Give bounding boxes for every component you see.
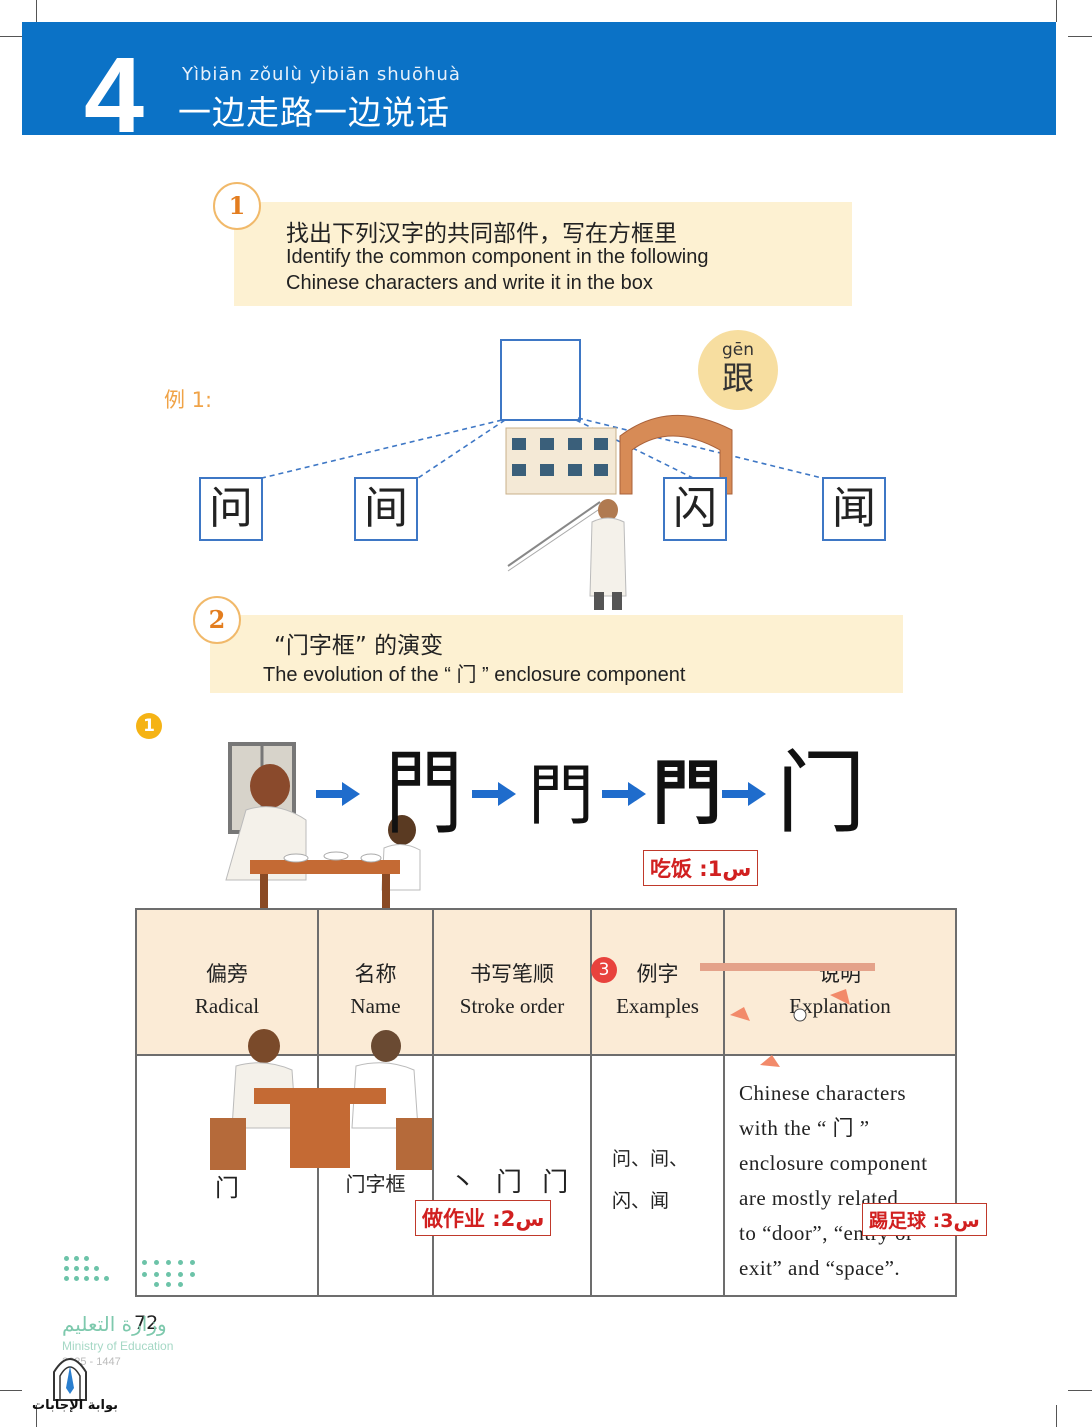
ministry-logo-dots xyxy=(62,1254,198,1290)
answer-box[interactable] xyxy=(500,339,581,421)
char-box-wenhear: 闻 xyxy=(822,477,886,541)
cell-explanation: Chinese characters with the “ 门 ” enclos… xyxy=(739,1076,928,1286)
evolution-form-simplified: 门 xyxy=(776,741,866,846)
header-stroke-en: Stroke order xyxy=(459,994,565,1018)
overlay-tag-eat: 吃饭 :1س xyxy=(643,850,759,886)
char-box-wen: 问 xyxy=(199,477,263,541)
arrow-right-icon xyxy=(602,782,646,806)
task2-box xyxy=(210,615,903,693)
chapter-number: 4 xyxy=(84,34,145,155)
header-name-en: Name xyxy=(350,994,401,1018)
building-illustration xyxy=(505,414,733,610)
table-col-examples: 例字 Examples 问、间、 闪、闻 xyxy=(592,910,725,1295)
header-name-cn: 名称 xyxy=(354,962,397,986)
example-label: 例 1: xyxy=(164,388,213,412)
task1-instruction-en-line2: Chinese characters and write it in the b… xyxy=(286,272,653,294)
char-box-shan: 闪 xyxy=(663,477,727,541)
task1-instruction-en-line1: Identify the common component in the fol… xyxy=(286,246,709,268)
table-col-name: 名称 Name 门字框 xyxy=(319,910,434,1295)
header-stroke-cn: 书写笔顺 xyxy=(470,962,554,986)
explanation-line: with the “ 门 ” xyxy=(739,1116,870,1140)
arrow-right-icon xyxy=(472,782,516,806)
task2-number: 2 xyxy=(193,596,241,644)
chapter-title: 一边走路一边说话 xyxy=(178,93,450,132)
cell-examples-line2: 闪、闻 xyxy=(612,1190,670,1212)
char-box-jian: 间 xyxy=(354,477,418,541)
table-header-row xyxy=(137,910,955,1056)
crop-mark xyxy=(36,0,37,22)
header-radical-cn: 偏旁 xyxy=(206,962,248,986)
crop-mark xyxy=(0,36,22,37)
page-number: 72 xyxy=(134,1312,159,1334)
table-col-stroke-order: 书写笔顺 Stroke order 丶 门 门 xyxy=(434,910,592,1295)
crop-mark xyxy=(1068,36,1092,37)
task2-title-cn: “门字框” 的演变 xyxy=(274,633,444,659)
football-kids-illustration xyxy=(700,963,875,1067)
radical-table: 偏旁 Radical 门 名称 Name 门字框 书写笔顺 Stroke ord… xyxy=(135,908,957,1297)
cell-stroke-order: 丶 门 门 xyxy=(449,1168,575,1198)
crop-mark xyxy=(36,1405,37,1427)
task1-number: 1 xyxy=(213,182,261,230)
gen-pinyin: gēn xyxy=(721,340,755,360)
ministry-name-ar: وزارة التعليم xyxy=(62,1312,167,1336)
task2-title-en: The evolution of the “ 门 ” enclosure com… xyxy=(263,664,686,686)
explanation-line: enclosure component xyxy=(739,1151,928,1175)
family-dinner-illustration xyxy=(225,742,421,914)
chapter-header xyxy=(22,22,1056,135)
header-radical-en: Radical xyxy=(194,994,260,1018)
cell-examples-line1: 问、间、 xyxy=(612,1148,689,1170)
chapter-pinyin: Yìbiān zǒulù yìbiān shuōhuà xyxy=(182,64,461,85)
gen-character: 跟 xyxy=(721,359,754,397)
arrow-right-icon xyxy=(316,782,360,806)
homework-illustration xyxy=(210,1029,432,1170)
evolution-form-seal: 門 xyxy=(528,757,594,834)
cell-name: 门字框 xyxy=(345,1172,406,1196)
evolution-form-oracle: 門 xyxy=(384,740,464,847)
task1-box xyxy=(234,202,852,306)
ministry-name-en: Ministry of Education xyxy=(62,1339,174,1353)
crop-mark xyxy=(1056,0,1057,22)
overlay-tag-homework: 做作业 :2س xyxy=(415,1200,552,1236)
overlay-circle-3: 3 xyxy=(591,957,617,983)
arrow-right-icon xyxy=(722,782,766,806)
explanation-line: Chinese characters xyxy=(739,1081,907,1105)
task1-instruction-cn: 找出下列汉字的共同部件，写在方框里 xyxy=(286,221,677,247)
cell-radical: 门 xyxy=(215,1174,239,1202)
header-examples-en: Examples xyxy=(616,994,699,1018)
evolution-form-traditional: 門 xyxy=(652,751,722,834)
crop-mark xyxy=(1056,1405,1057,1427)
gen-bubble: gēn 跟 xyxy=(698,330,778,410)
crop-mark xyxy=(1068,1390,1092,1391)
evolution-step-number: 1 xyxy=(136,713,162,739)
portal-logo-icon xyxy=(53,1358,87,1401)
crop-mark xyxy=(0,1390,22,1391)
header-examples-cn: 例字 xyxy=(636,962,679,986)
portal-name-ar: بوابة الإجابات xyxy=(32,1398,118,1413)
explanation-line: exit” and “space”. xyxy=(739,1256,901,1280)
overlay-tag-football: 踢足球 :3س xyxy=(862,1203,987,1236)
